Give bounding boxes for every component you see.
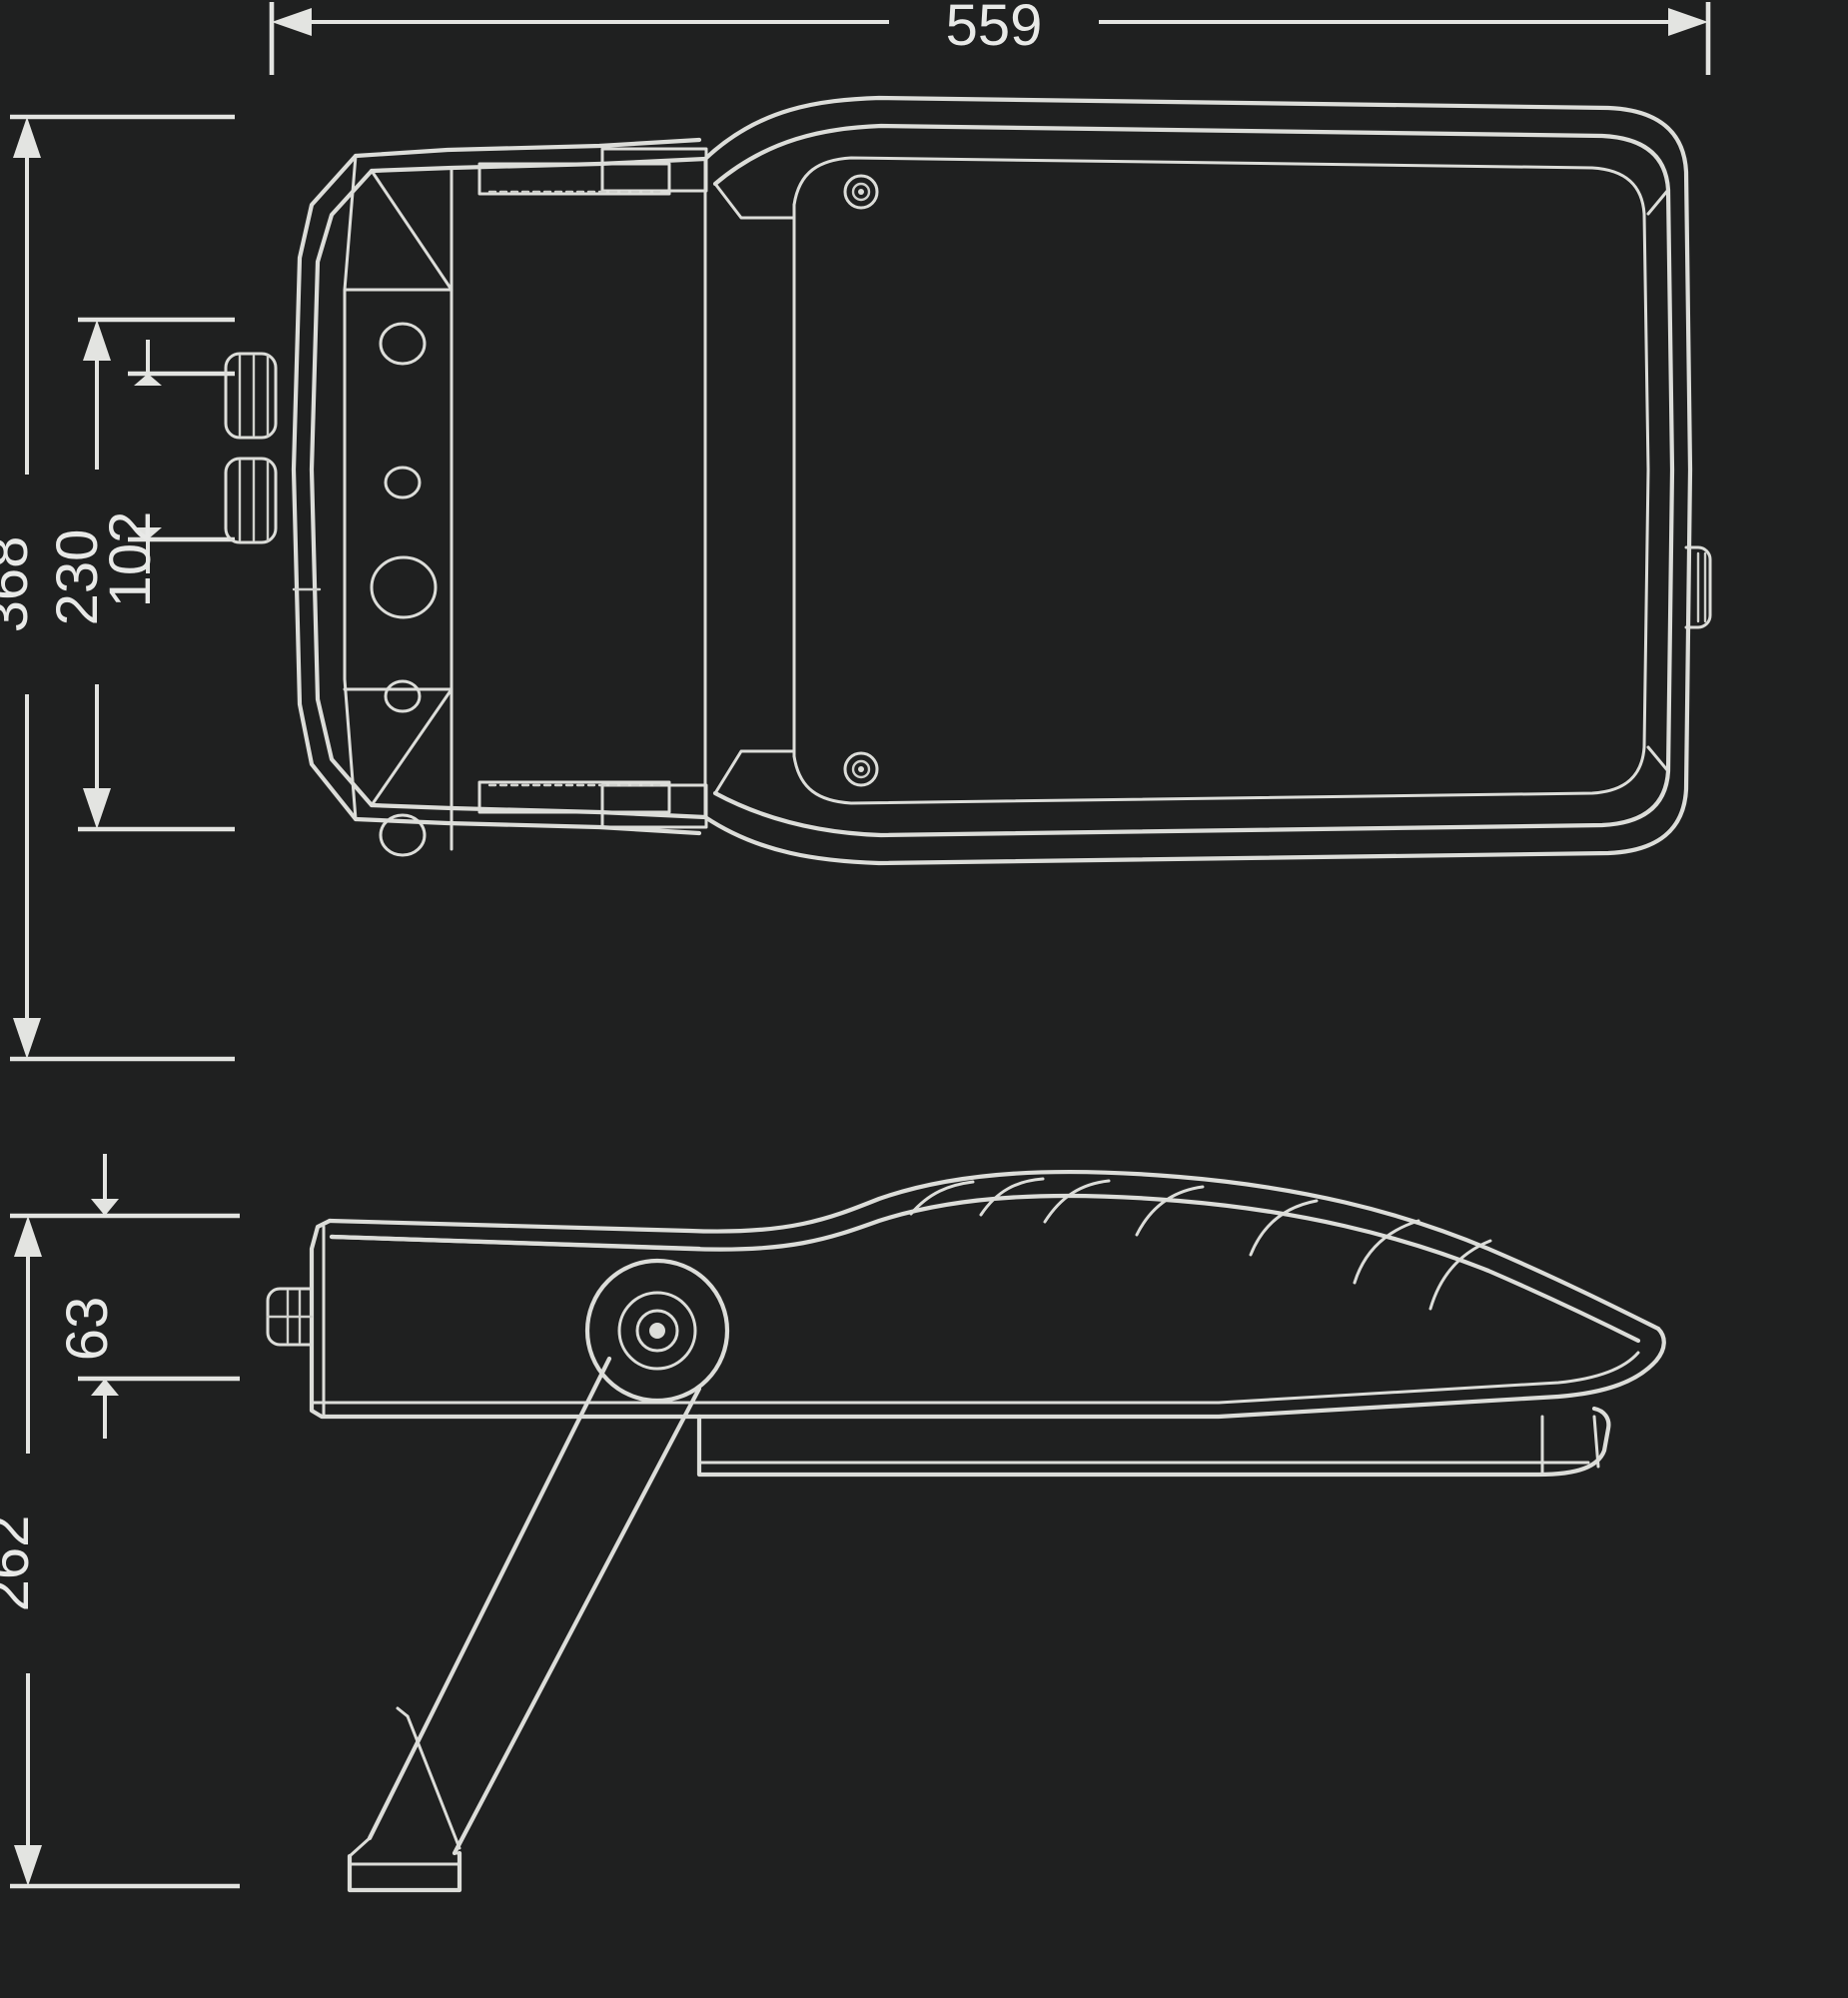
arrow-down [13,1018,41,1059]
arrow-up [14,1216,42,1257]
bracket-arm-left-edge [367,1356,612,1841]
screw-upper [843,174,879,210]
pivot-mid [617,1291,697,1371]
housing-top-profile-inner [329,1193,1641,1344]
dimension-102: 102 [98,340,235,607]
dimension-label-230: 230 [45,529,110,626]
bracket-arm-upper-inner [369,156,708,174]
fin-5 [1249,1199,1319,1257]
housing-mid-line [696,1326,1666,1420]
cable-gland-lower [224,457,278,544]
bracket-gusset-join [396,1706,410,1718]
dimension-230: 230 [45,317,235,832]
yoke-fold-upper [370,169,454,292]
dimension-label-262: 262 [0,1515,41,1612]
pivot-center [649,1323,665,1339]
center-gland-hole [370,555,438,619]
dim-text-mask-368 [0,475,66,694]
dimension-label-102: 102 [98,511,163,608]
arrow-left [272,8,312,36]
fin-7 [1428,1239,1492,1311]
screw-ring [851,759,871,779]
fin-2 [979,1177,1045,1217]
tilt-pivot-hub [584,1258,730,1404]
dimension-368: 368 [0,114,235,1062]
arrow-up-in [134,527,162,539]
mounting-hole-2 [384,466,422,500]
arrow-down-in [134,374,162,386]
top-view-group [224,95,1712,866]
dimension-262: 262 [0,1216,240,1889]
arrow-up [13,117,41,158]
housing-inner-offset [712,123,1675,838]
arrow-down [83,788,111,829]
bracket-foot-plate [347,1850,462,1893]
lens-end-edge [1592,1415,1600,1469]
dim-text-mask-262 [0,1454,68,1673]
mounting-hole-3 [384,679,422,713]
bracket-arm-lower-edge [353,816,702,836]
fin-1 [909,1180,975,1216]
fin-3 [1043,1179,1111,1224]
mounting-hole-1 [379,322,427,366]
housing-top-profile [327,1169,1661,1332]
dimension-63: 63 [10,1154,240,1439]
housing-mid-line-inner [697,1351,1640,1405]
screw-center [858,766,864,772]
pivot-inner [635,1309,679,1353]
tab-slot [477,780,671,814]
dimension-label-368: 368 [0,536,40,633]
corner-bevel-bl [713,749,796,795]
bracket-arm-lower-inner [369,802,708,820]
yoke-inner-web [343,154,358,821]
screw-lower [843,751,879,787]
dimension-559: 559 [269,0,1711,75]
latch-body [1684,545,1712,629]
side-view-group [266,1169,1666,1893]
pivot-outer [584,1258,730,1404]
corner-bevel-br [1646,745,1670,773]
housing-outer-shell [702,95,1693,866]
fin-4 [1135,1185,1205,1237]
arrow-right [1668,8,1708,36]
dim-text-mask-230 [58,470,136,684]
yoke-fold-lower [370,687,454,807]
arrow-down [14,1845,42,1886]
dim-text-mask-559 [889,0,1099,62]
dimension-label-559: 559 [946,0,1043,58]
arrow-up-in [91,1379,119,1396]
corner-bevel-tl [713,182,796,220]
bracket-arm-right-edge [452,1386,702,1856]
yoke-left-outer-2 [291,153,359,822]
screw-head [843,174,879,210]
screw-center [858,189,864,195]
lens-frame [792,156,1650,805]
bracket-gusset [406,1714,462,1850]
arrow-down-in [91,1199,119,1216]
gear-box-outline [309,1218,702,1420]
dimension-label-63: 63 [55,1297,120,1362]
right-edge-latch [1684,545,1712,629]
arrow-up [83,320,111,361]
bracket-foot-left-join [348,1836,372,1858]
screw-ring [851,182,871,202]
heat-sink-fins [909,1177,1492,1311]
lens-slab [696,1406,1611,1478]
fin-6 [1353,1219,1420,1285]
mounting-hole-4 [379,813,427,857]
yoke-left-outer [309,168,375,808]
corner-bevel-tr [1646,188,1670,216]
screw-head [843,751,879,787]
cable-gland-side [266,1287,314,1347]
cable-gland-upper [224,352,278,440]
bracket-arm-upper-edge [353,137,702,159]
tab-slot [477,162,671,196]
